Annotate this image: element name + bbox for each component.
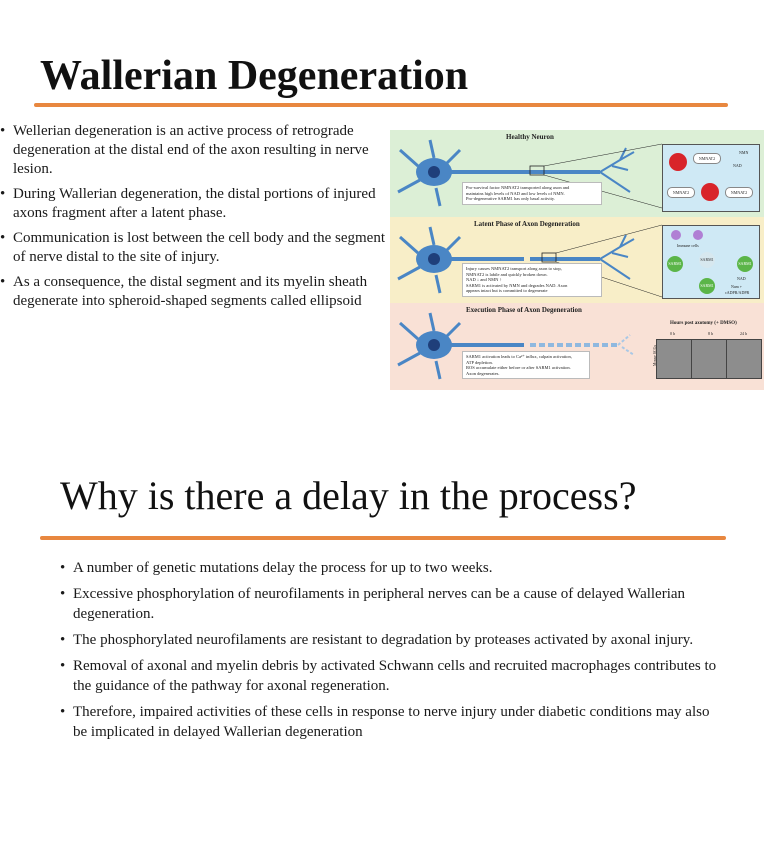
note-line: ATP depletion. (466, 359, 493, 365)
bullet-item: As a consequence, the distal segment and… (0, 273, 392, 311)
title-underline (40, 536, 726, 540)
micrograph-title: Hours post axotomy (+ DMSO) (670, 321, 737, 326)
bullet-item: The phosphorylated neurofilaments are re… (60, 630, 720, 650)
inset-label: NAD (733, 163, 742, 168)
micrograph-time: 24 h (740, 331, 747, 336)
micrograph-time: 8 h (708, 331, 713, 336)
inset-label: NMN (739, 150, 749, 155)
title-underline (34, 103, 728, 107)
panel-notes: SARM1 activation leads to Ca²⁺ influx, c… (462, 351, 590, 379)
healthy-inset: NMNAT2 NMN NAD NMNAT2 NMNAT2 (662, 144, 760, 212)
panel-execution-phase: Execution Phase of Axon Degeneration SAR… (390, 303, 764, 390)
note-line: Pro-survival factor NMNAT2 transported a… (466, 185, 570, 190)
note-line: NAD ↓ and NMN ↑ (466, 277, 502, 282)
axon-degeneration-figure: Healthy Neuron Pro-survival factor NMNAT… (390, 130, 764, 390)
immune-cell (671, 230, 681, 240)
panel-title: Execution Phase of Axon Degeneration (466, 306, 582, 314)
immune-cell (693, 230, 703, 240)
note-line: Axon degenerates. (466, 370, 500, 376)
micrograph-panel (726, 339, 762, 379)
panel-latent-phase: Latent Phase of Axon Degeneration Injury… (390, 217, 764, 303)
note-line: maintains high levels of NAD and low lev… (466, 190, 565, 196)
sarm1-blob: SARM1 (699, 278, 715, 294)
neuron-illustration (397, 312, 635, 380)
bullet-item: Removal of axonal and myelin debris by a… (60, 656, 720, 696)
bullet-item: A number of genetic mutations delay the … (60, 558, 720, 578)
sarm1-blob: SARM1 (667, 256, 683, 272)
note-line: appears intact but is committed to degen… (466, 288, 548, 293)
panel-healthy-neuron: Healthy Neuron Pro-survival factor NMNAT… (390, 130, 764, 217)
panel-title: Latent Phase of Axon Degeneration (474, 220, 580, 228)
note-line: SARM1 activation leads to Ca²⁺ influx, c… (466, 354, 572, 359)
bullet-item: During Wallerian degeneration, the dista… (0, 185, 392, 223)
note-line: SARM1 is activated by NMN and degrades N… (466, 282, 568, 288)
slide-title-delay: Why is there a delay in the process? (60, 473, 637, 518)
label-pill: NMNAT2 (693, 153, 721, 164)
inset-label: Nam + (731, 284, 743, 289)
latent-inset: Immune cells SARM1 SARM1 SARM1 SARM1 NAD… (662, 225, 760, 299)
nmnat2-blob (669, 153, 687, 171)
micrograph-panel (656, 339, 692, 379)
label-pill: NMNAT2 (667, 187, 695, 198)
panel-notes: Injury causes NMNAT2 transport along axo… (462, 263, 602, 297)
nmnat2-blob (701, 183, 719, 201)
label-pill: NMNAT2 (725, 187, 753, 198)
note-line: Injury causes NMNAT2 transport along axo… (466, 266, 562, 271)
panel-title: Healthy Neuron (506, 133, 554, 141)
bullet-item: Communication is lost between the cell b… (0, 229, 392, 267)
sarm1-blob: SARM1 (737, 256, 753, 272)
inset-label: Immune cells (677, 243, 699, 248)
micrograph-time: 0 h (670, 331, 675, 336)
slide1-bullet-list: Wellerian degeneration is an active proc… (0, 122, 392, 317)
note-line: NMNAT2 is labile and quickly broken down… (466, 271, 548, 277)
inset-label: cADPR/ADPR (725, 290, 750, 295)
micrograph-panel (691, 339, 727, 379)
inset-label: NAD (737, 276, 746, 281)
note-line: Pro-degenerative SARM1 has only basal ac… (466, 196, 555, 201)
panel-notes: Pro-survival factor NMNAT2 transported a… (462, 182, 602, 205)
neuron-illustration (397, 139, 663, 209)
bullet-item: Wellerian degeneration is an active proc… (0, 122, 392, 179)
sarm1-blob: SARM1 (699, 252, 715, 268)
slide2-bullet-list: A number of genetic mutations delay the … (60, 558, 720, 748)
slide-title-wallerian: Wallerian Degeneration (40, 53, 469, 99)
bullet-item: Therefore, impaired activities of these … (60, 702, 720, 742)
bullet-item: Excessive phosphorylation of neurofilame… (60, 584, 720, 624)
note-line: ROS accumulate either before or after SA… (466, 365, 571, 370)
